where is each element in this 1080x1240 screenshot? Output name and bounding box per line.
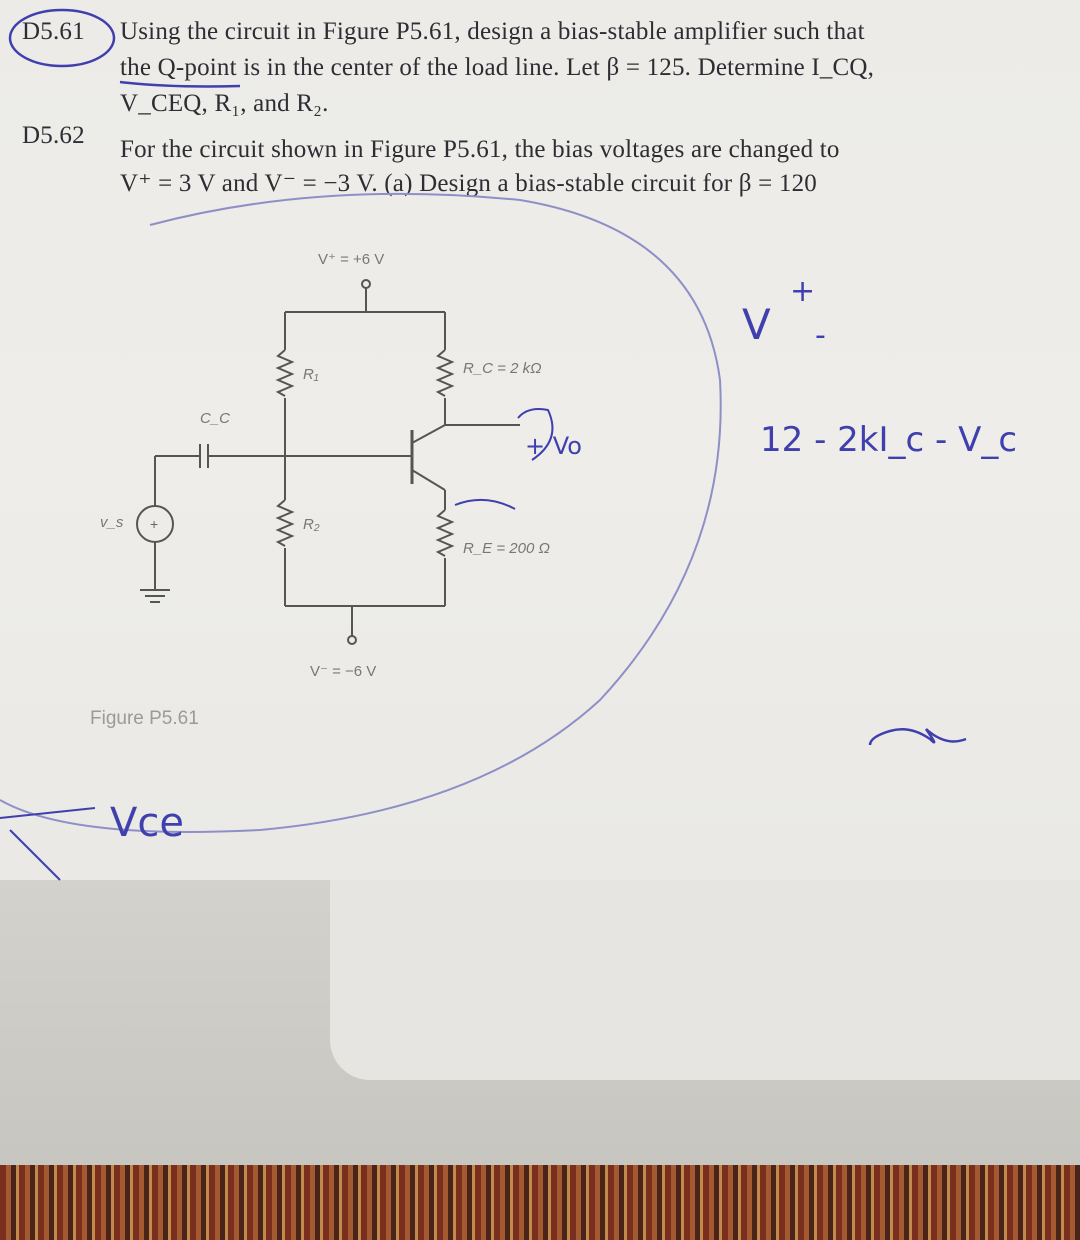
- r2-resistor: [275, 499, 295, 547]
- vminus-label: V⁻ = −6 V: [310, 663, 377, 680]
- r1-label: R₁: [303, 366, 319, 383]
- svg-text:+: +: [150, 516, 158, 532]
- ink-minus-sign: -: [815, 318, 826, 353]
- rc-label: R_C = 2 kΩ: [463, 360, 542, 377]
- problem-d561-line1: Using the circuit in Figure P5.61, desig…: [120, 18, 865, 45]
- vplus-label: V⁺ = +6 V: [318, 251, 385, 268]
- rc-resistor: [435, 349, 455, 397]
- vs-label: v_s: [100, 514, 124, 531]
- problem-d561-line2: the Q-point is in the center of the load…: [120, 54, 875, 81]
- vminus-terminal: [347, 635, 357, 645]
- ink-vce: Vce: [110, 800, 184, 846]
- ink-loop: [0, 192, 722, 833]
- cc-label: C_C: [200, 410, 231, 427]
- vplus-terminal: [361, 279, 371, 289]
- ink-v: V: [742, 300, 771, 349]
- problem-number-d561: D5.61: [22, 18, 85, 45]
- ink-circle-problem: [8, 8, 116, 68]
- ink-vo: + Vo: [525, 432, 582, 460]
- r2-label: R₂: [303, 516, 320, 533]
- ink-emitter-mark: [454, 498, 516, 510]
- ink-squiggle: [868, 728, 967, 746]
- ink-vplus-sign: +: [790, 274, 816, 309]
- carpet-background: [0, 1165, 1080, 1240]
- ink-output-mark: [517, 408, 554, 461]
- ink-underline-qpoint: [119, 80, 241, 88]
- problem-d562-line2: V⁺ = 3 V and V⁻ = −3 V. (a) Design a bia…: [120, 170, 817, 197]
- ink-equation: 12 - 2kI_c - V_c: [760, 420, 1018, 460]
- re-label: R_E = 200 Ω: [463, 540, 550, 557]
- problem-d562-line1: For the circuit shown in Figure P5.61, t…: [120, 136, 840, 163]
- ink-arrow: [0, 807, 96, 881]
- problem-number-d562: D5.62: [22, 122, 85, 149]
- figure-caption: Figure P5.61: [90, 708, 199, 729]
- problem-d561-line3: V_CEQ, R₁, and R₂.: [120, 90, 329, 117]
- page-lit-area: [330, 880, 1080, 1080]
- re-resistor: [435, 509, 455, 557]
- r1-resistor: [275, 349, 295, 397]
